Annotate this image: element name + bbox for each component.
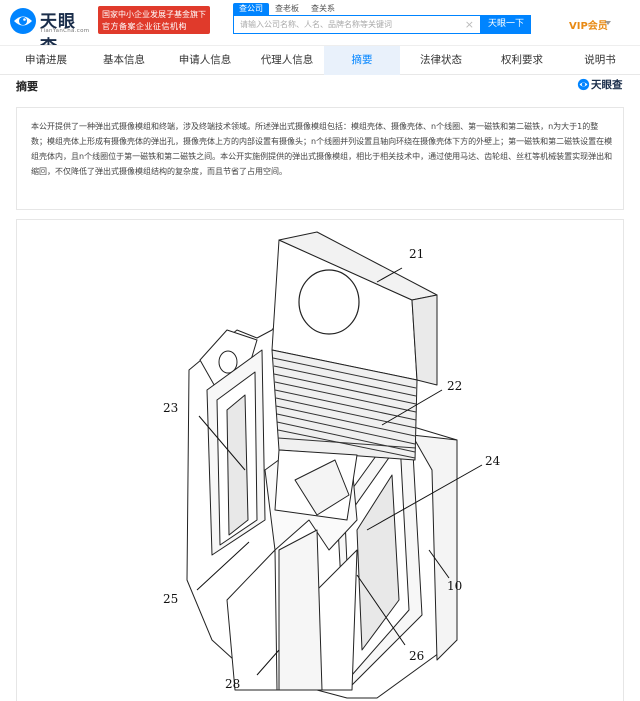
official-badge: 国家中小企业发展子基金旗下 官方备案企业征信机构 bbox=[98, 6, 210, 34]
top-header: 天眼查 TianYanCha.com 国家中小企业发展子基金旗下 官方备案企业征… bbox=[0, 0, 640, 57]
detail-nav-tabs: 申请进展 基本信息 申请人信息 代理人信息 摘要 法律状态 权利要求 说明书 bbox=[0, 45, 640, 75]
bottom-block bbox=[278, 529, 323, 691]
left-leg bbox=[226, 549, 278, 691]
patent-figure-panel: 21 22 23 24 10 25 26 28 bbox=[16, 219, 624, 701]
chevron-down-icon[interactable] bbox=[605, 21, 611, 25]
abstract-text: 本公开提供了一种弹出式摄像模组和终端，涉及终端技术领域。所述弹出式摄像模组包括：… bbox=[31, 122, 613, 176]
tab-claims[interactable]: 权利要求 bbox=[501, 54, 543, 66]
camera-housing-side bbox=[411, 294, 438, 386]
figure-label-23: 23 bbox=[163, 401, 178, 415]
search-tab-relation[interactable]: 查关系 bbox=[311, 4, 335, 13]
search-box: × bbox=[233, 15, 481, 34]
figure-label-25: 25 bbox=[163, 592, 178, 606]
badge-line-2: 官方备案企业征信机构 bbox=[102, 22, 187, 31]
tianyancha-logo[interactable]: 天眼查 TianYanCha.com bbox=[8, 4, 90, 57]
housing-right-face bbox=[411, 434, 458, 661]
figure-label-21: 21 bbox=[409, 247, 424, 261]
vip-member-link[interactable]: VIP会员 bbox=[569, 21, 608, 32]
figure-label-24: 24 bbox=[485, 454, 501, 468]
search-button[interactable]: 天眼一下 bbox=[481, 15, 531, 34]
camera-stem-tab bbox=[294, 459, 350, 516]
tab-agent-info[interactable]: 代理人信息 bbox=[260, 54, 314, 66]
tab-basic-info[interactable]: 基本信息 bbox=[103, 54, 145, 66]
search-tab-company[interactable]: 查公司 bbox=[233, 3, 269, 15]
section-brand-text: 天眼查 bbox=[591, 79, 623, 91]
eye-logo-icon bbox=[577, 78, 590, 91]
tab-specification[interactable]: 说明书 bbox=[584, 54, 616, 66]
abstract-panel: 本公开提供了一种弹出式摄像模组和终端，涉及终端技术领域。所述弹出式摄像模组包括：… bbox=[16, 107, 624, 210]
tab-applicant-info[interactable]: 申请人信息 bbox=[178, 54, 232, 66]
first-magnet-inner bbox=[226, 394, 249, 536]
section-title: 摘要 bbox=[16, 80, 38, 93]
figure-label-26: 26 bbox=[409, 649, 424, 663]
logo-subtext: TianYanCha.com bbox=[40, 28, 90, 34]
coil-lines bbox=[272, 357, 417, 459]
search-type-tabs: 查公司 查老板 查关系 bbox=[233, 3, 341, 15]
tab-application-progress[interactable]: 申请进展 bbox=[25, 54, 67, 66]
figure-label-22: 22 bbox=[447, 379, 462, 393]
second-magnet-inner bbox=[356, 474, 400, 651]
figure-label-10: 10 bbox=[447, 579, 462, 593]
leader-lines bbox=[196, 267, 483, 676]
patent-drawing[interactable]: 21 22 23 24 10 25 26 28 bbox=[17, 220, 624, 701]
tab-legal-status[interactable]: 法律状态 bbox=[420, 54, 462, 66]
figure-label-28: 28 bbox=[225, 677, 240, 691]
eye-logo-icon bbox=[10, 8, 36, 34]
clear-icon[interactable]: × bbox=[464, 18, 474, 31]
search-input[interactable] bbox=[234, 16, 462, 33]
badge-line-1: 国家中小企业发展子基金旗下 bbox=[102, 10, 206, 19]
search-tab-boss[interactable]: 查老板 bbox=[275, 4, 299, 13]
bracket-hole bbox=[218, 350, 238, 374]
camera-lens bbox=[298, 269, 360, 335]
tab-abstract[interactable]: 摘要 bbox=[324, 46, 400, 75]
